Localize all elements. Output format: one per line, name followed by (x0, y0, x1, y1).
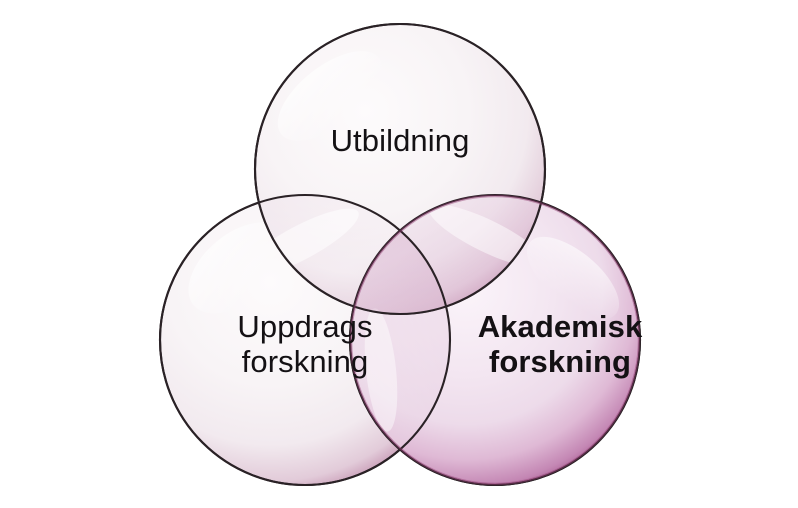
venn-label-uppdragsforskning: Uppdrags forskning (237, 309, 373, 379)
venn-label-akademiskforskning: Akademisk forskning (477, 309, 643, 379)
venn-outlines (158, 22, 642, 487)
gloss-highlight (277, 51, 383, 141)
venn-label-utbildning: Utbildning (330, 123, 470, 158)
accent-rim (349, 194, 641, 486)
gloss-highlight (526, 236, 620, 320)
gloss-highlight (188, 222, 288, 314)
